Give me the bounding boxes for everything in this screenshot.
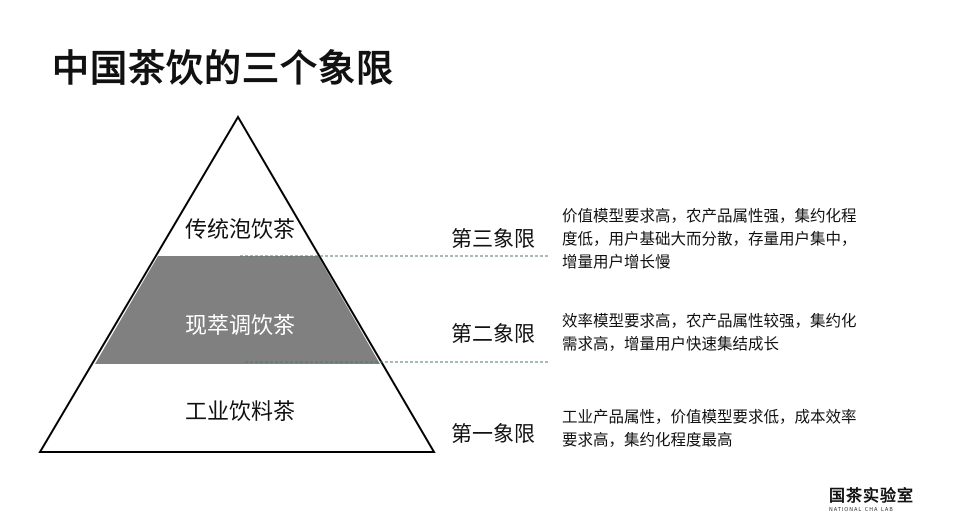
page-title: 中国茶饮的三个象限 [52, 47, 394, 90]
quadrant-one-label: 第一象限 [451, 422, 535, 446]
quadrant-three-label: 第三象限 [451, 227, 535, 251]
pyramid-outline [38, 115, 436, 453]
middle-band [95, 256, 380, 364]
logo-sub-text: NATIONAL CHA LAB [829, 507, 894, 513]
logo-main-text: 国茶实验室 [829, 486, 915, 505]
quadrant-two-label: 第二象限 [451, 322, 535, 346]
tier-middle-label: 现萃调饮茶 [184, 314, 295, 339]
tier-top-label: 传统泡饮茶 [184, 218, 295, 243]
quadrant-one-description: 工业产品属性，价值模型要求低，成本效率要求高，集约化程度最高 [562, 408, 857, 449]
quadrant-two-description: 效率模型要求高，农产品属性较强，集约化需求高，增量用户快速集结成长 [562, 312, 857, 353]
tier-bottom-label: 工业饮料茶 [184, 400, 295, 425]
brand-logo: 国茶实验室 NATIONAL CHA LAB [829, 482, 919, 513]
quadrant-three-description: 价值模型要求高，农产品属性强，集约化程度低，用户基础大而分散，存量用户集中，增量… [562, 207, 857, 271]
